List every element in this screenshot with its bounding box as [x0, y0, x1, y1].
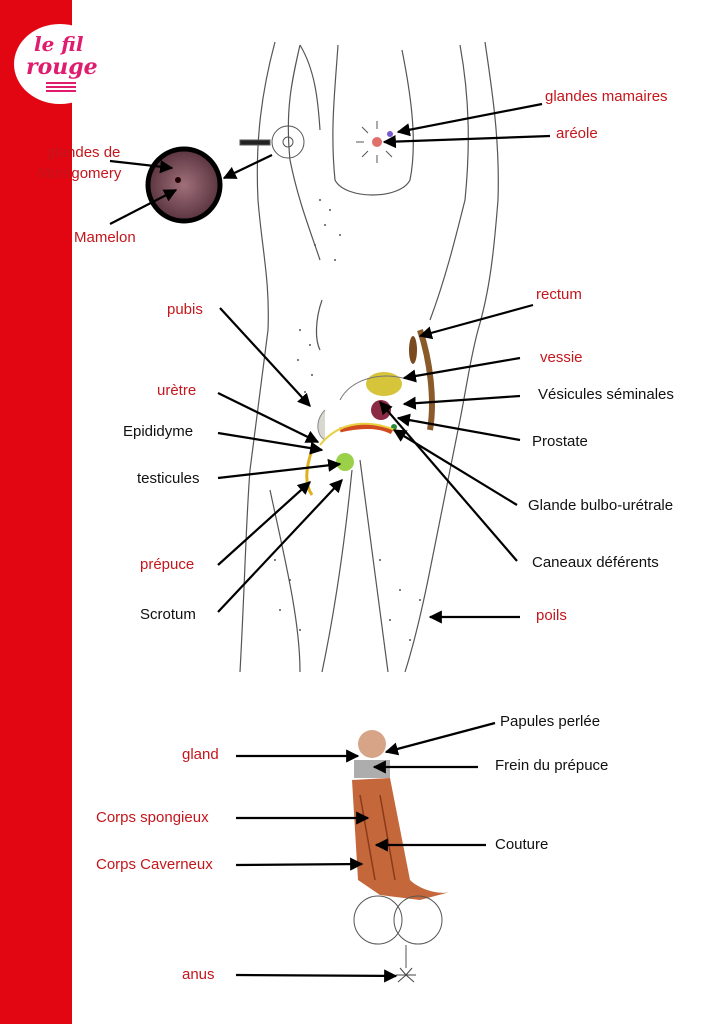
- penis-illustration: [352, 730, 450, 983]
- label-areole: aréole: [556, 125, 598, 142]
- label-couture: Couture: [495, 836, 549, 853]
- brand-logo-tagline-mark: [46, 82, 76, 84]
- label-glandes-de: glandes de: [47, 144, 121, 161]
- label-frein-du-prepuce: Frein du prépuce: [495, 757, 609, 774]
- label-anus: anus: [182, 966, 215, 983]
- label-rectum: rectum: [536, 286, 582, 303]
- nipple-zoom-image: [145, 146, 223, 224]
- label-montgomery: Montgomery: [38, 165, 122, 182]
- pelvic-organs: [305, 329, 435, 496]
- label-scrotum: Scrotum: [140, 606, 196, 623]
- label-caneaux-deferents: Caneaux déférents: [532, 554, 659, 571]
- label-prostate: Prostate: [532, 433, 588, 450]
- label-corps-caverneux: Corps Caverneux: [96, 856, 213, 873]
- hair-texture: [274, 199, 421, 641]
- label-corps-spongieux: Corps spongieux: [96, 809, 209, 826]
- label-pubis: pubis: [167, 301, 203, 318]
- label-mamelon: Mamelon: [74, 229, 136, 246]
- label-vessie: vessie: [540, 349, 583, 366]
- left-brand-bar: [0, 0, 72, 1024]
- label-papules-perlee: Papules perlée: [500, 713, 601, 730]
- brand-logo: le fil rouge: [14, 24, 106, 104]
- label-glandes-mamaires: glandes mamaires: [545, 88, 668, 105]
- label-glande-bulbo-uretrale: Glande bulbo-urétrale: [528, 497, 674, 514]
- label-prepuce: prépuce: [140, 556, 195, 573]
- label-epididyme: Epididyme: [123, 423, 194, 440]
- label-poils: poils: [536, 607, 567, 624]
- body-outline: [239, 41, 499, 673]
- pointer-arrows: [109, 102, 551, 983]
- label-gland: gland: [182, 746, 219, 763]
- label-testicules: testicules: [137, 470, 200, 487]
- brand-logo-line2: rouge: [26, 54, 98, 80]
- label-vesicules-seminales: Vésicules séminales: [538, 386, 674, 403]
- breast-right: [239, 125, 305, 159]
- label-uretre: urètre: [157, 382, 197, 399]
- brand-logo-line1: le fil: [34, 32, 84, 56]
